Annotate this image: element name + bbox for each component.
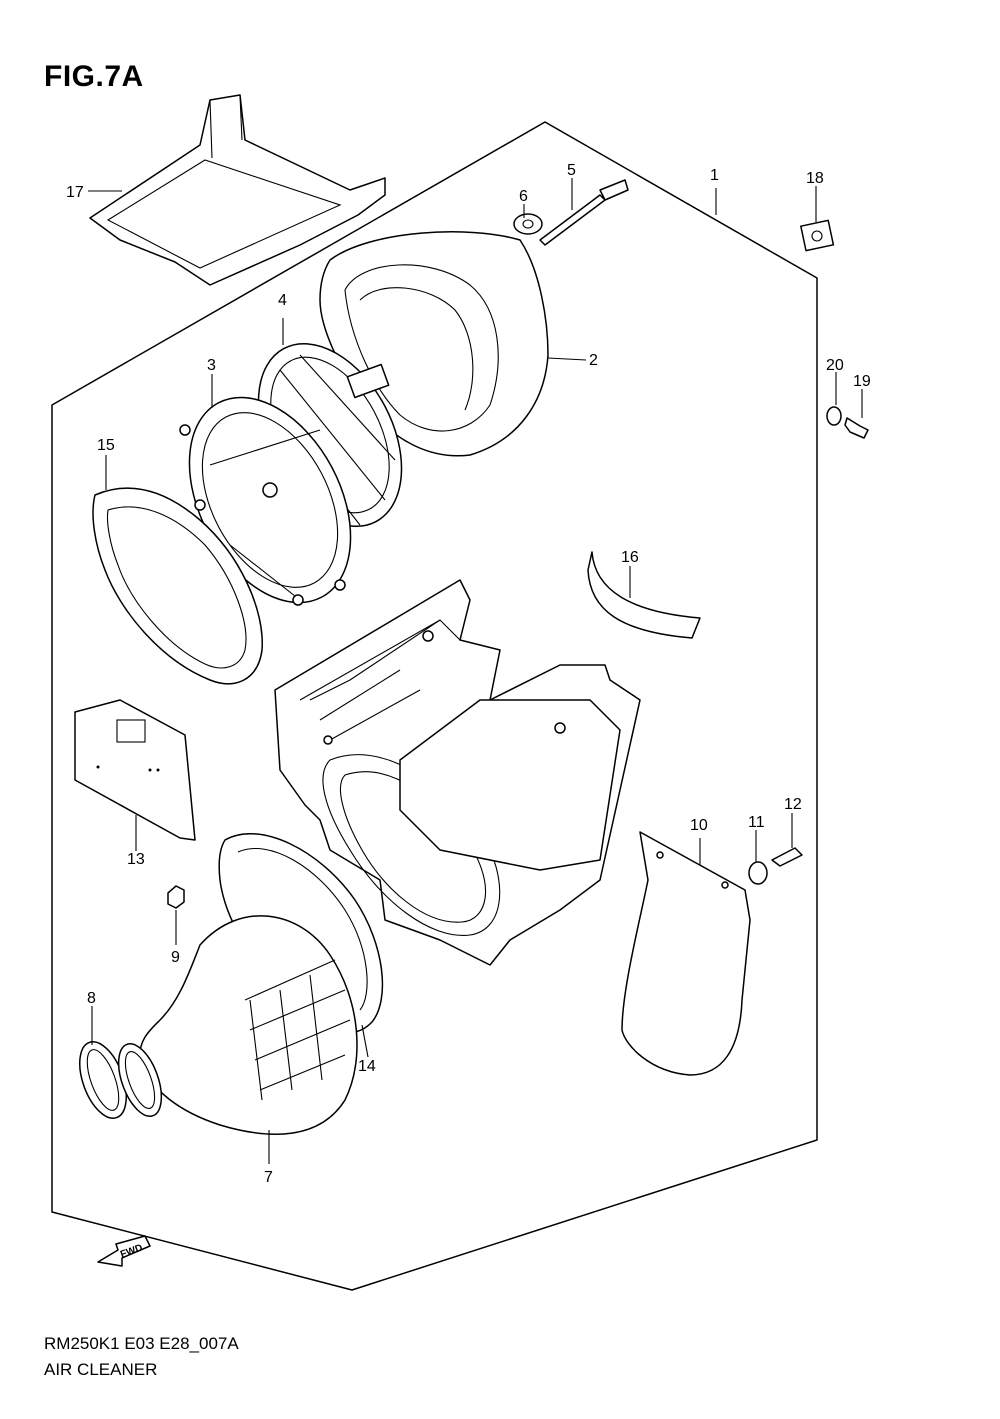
callout-3: 3 xyxy=(207,357,216,374)
callout-16: 16 xyxy=(621,549,639,566)
callout-15: 15 xyxy=(97,437,115,454)
part-15-gasket xyxy=(92,487,263,685)
part-10-guard xyxy=(621,831,751,1076)
callout-5: 5 xyxy=(567,162,576,179)
callout-2: 2 xyxy=(589,352,598,369)
callout-9: 9 xyxy=(171,949,180,966)
air-cleaner-box xyxy=(274,579,641,966)
part-20-washer xyxy=(826,406,842,426)
part-19-bolt xyxy=(844,417,869,439)
part-16-seal-strip xyxy=(587,551,701,639)
callout-20: 20 xyxy=(826,357,844,374)
part-8-clamps xyxy=(79,1041,163,1119)
part-17-cover xyxy=(89,94,386,286)
callout-7: 7 xyxy=(264,1169,273,1186)
figure-name: AIR CLEANER xyxy=(44,1360,158,1379)
callout-13: 13 xyxy=(127,851,145,868)
callout-8: 8 xyxy=(87,990,96,1007)
part-18-nut xyxy=(800,219,835,252)
part-13-plate xyxy=(74,699,196,841)
callout-19: 19 xyxy=(853,373,871,390)
callout-11: 11 xyxy=(748,814,765,831)
callout-labels: 1 2 3 4 5 6 7 8 9 10 11 12 13 14 15 16 1… xyxy=(66,162,871,1186)
callout-12: 12 xyxy=(784,796,802,813)
part-12-screw xyxy=(771,847,803,867)
callout-18: 18 xyxy=(806,170,824,187)
forward-arrow-icon: FWD xyxy=(97,1235,151,1267)
part-11-washer xyxy=(748,861,768,885)
part-6-washer xyxy=(513,213,543,235)
part-3-filter-holder xyxy=(179,396,352,606)
part-7-intake-duct xyxy=(139,915,358,1135)
callout-6: 6 xyxy=(519,188,528,205)
callout-10: 10 xyxy=(690,817,708,834)
figure-title: FIG.7A xyxy=(44,60,144,93)
callout-1: 1 xyxy=(710,167,719,184)
callout-17: 17 xyxy=(66,184,84,201)
part-9-nut xyxy=(167,885,185,909)
figure-code: RM250K1 E03 E28_007A xyxy=(44,1334,239,1353)
callout-14: 14 xyxy=(358,1058,376,1075)
callout-4: 4 xyxy=(278,292,287,309)
leader-lines xyxy=(88,178,863,1164)
assembly-boundary xyxy=(51,121,818,1291)
part-5-bolt xyxy=(539,179,629,246)
